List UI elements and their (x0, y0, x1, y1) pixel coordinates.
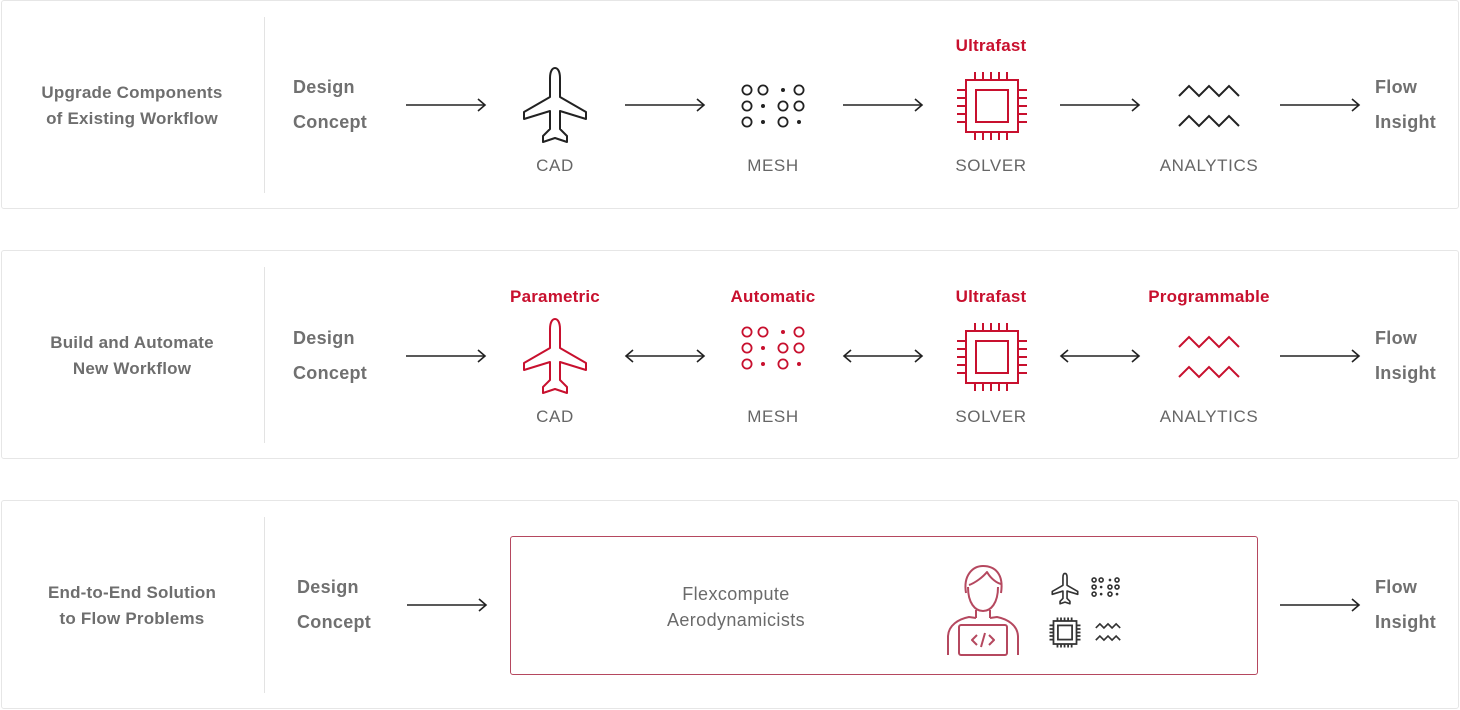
stage-label-mesh: MESH (747, 407, 799, 426)
start-label: Design Concept (293, 321, 367, 391)
start-label: Design Concept (297, 570, 371, 640)
row-title-line: Build and Automate (50, 333, 214, 352)
workflow-row-automate: Build and Automate New Workflow Design C… (1, 250, 1459, 459)
end-line: Insight (1375, 363, 1437, 383)
bidirectional-arrow (842, 349, 924, 363)
row-title: End-to-End Solution to Flow Problems (2, 580, 262, 632)
start-line: Concept (293, 112, 368, 132)
start-line: Design (293, 328, 355, 348)
stage-tag: Ultrafast (955, 287, 1027, 306)
bidirectional-arrow (1059, 349, 1141, 363)
row-title-line: End-to-End Solution (47, 583, 217, 602)
row-title-line: New Workflow (72, 359, 192, 378)
stage-tag: Ultrafast (955, 36, 1027, 55)
flow-arrow (843, 98, 924, 112)
engineer-laptop-icon (947, 565, 1019, 656)
start-line: Design (293, 77, 355, 97)
airplane-icon (523, 318, 587, 394)
zigzag-icon (1095, 622, 1121, 642)
stage-label-solver: SOLVER (955, 156, 1027, 175)
mesh-dots-icon (1091, 577, 1120, 597)
end-line: Insight (1375, 612, 1437, 632)
chip-icon (957, 72, 1027, 140)
flow-arrow (406, 98, 487, 112)
team-name: Flexcompute Aerodynamicists (651, 581, 821, 633)
end-line: Flow (1375, 328, 1418, 348)
zigzag-icon (1178, 335, 1240, 379)
workflow-row-end-to-end: End-to-End Solution to Flow Problems Des… (1, 500, 1459, 709)
team-name-line: Aerodynamicists (666, 610, 806, 630)
stage-label-analytics: ANALYTICS (1159, 407, 1259, 426)
workflow-row-upgrade: Upgrade Components of Existing Workflow … (1, 0, 1459, 209)
stage-label-cad: CAD (536, 156, 574, 175)
mesh-dots-icon (741, 326, 805, 370)
end-line: Flow (1375, 577, 1418, 597)
end-line: Flow (1375, 77, 1418, 97)
start-line: Concept (293, 363, 368, 383)
row-title-line: of Existing Workflow (46, 109, 218, 128)
end-line: Insight (1375, 112, 1437, 132)
stage-tag: Parametric (510, 287, 600, 306)
mesh-dots-icon (741, 84, 805, 128)
divider (264, 267, 265, 443)
zigzag-icon (1178, 84, 1240, 128)
chip-icon (957, 323, 1027, 391)
airplane-icon (1051, 572, 1079, 605)
flow-arrow (406, 349, 487, 363)
stage-label-mesh: MESH (747, 156, 799, 175)
stage-label-analytics: ANALYTICS (1159, 156, 1259, 175)
team-name-line: Flexcompute (682, 584, 790, 604)
row-title-line: to Flow Problems (59, 609, 205, 628)
stage-tag: Programmable (1148, 287, 1270, 306)
aerodynamicists-box: Flexcompute Aerodynamicists (510, 536, 1258, 675)
airplane-icon (523, 67, 587, 143)
end-label: Flow Insight (1375, 570, 1436, 640)
flow-arrow (625, 98, 706, 112)
chip-icon (1049, 617, 1081, 648)
flow-arrow (1280, 598, 1361, 612)
flow-arrow (407, 598, 488, 612)
row-title: Upgrade Components of Existing Workflow (2, 80, 262, 132)
stage-tag: Automatic (730, 287, 816, 306)
start-label: Design Concept (293, 70, 367, 140)
divider (264, 17, 265, 193)
row-title: Build and Automate New Workflow (2, 330, 262, 382)
end-label: Flow Insight (1375, 70, 1436, 140)
end-label: Flow Insight (1375, 321, 1436, 391)
row-title-line: Upgrade Components (41, 83, 223, 102)
start-line: Concept (297, 612, 372, 632)
stage-label-cad: CAD (536, 407, 574, 426)
divider (264, 517, 265, 693)
flow-arrow (1060, 98, 1141, 112)
flow-arrow (1280, 98, 1361, 112)
start-line: Design (297, 577, 359, 597)
flow-arrow (1280, 349, 1361, 363)
stage-label-solver: SOLVER (955, 407, 1027, 426)
bidirectional-arrow (624, 349, 706, 363)
